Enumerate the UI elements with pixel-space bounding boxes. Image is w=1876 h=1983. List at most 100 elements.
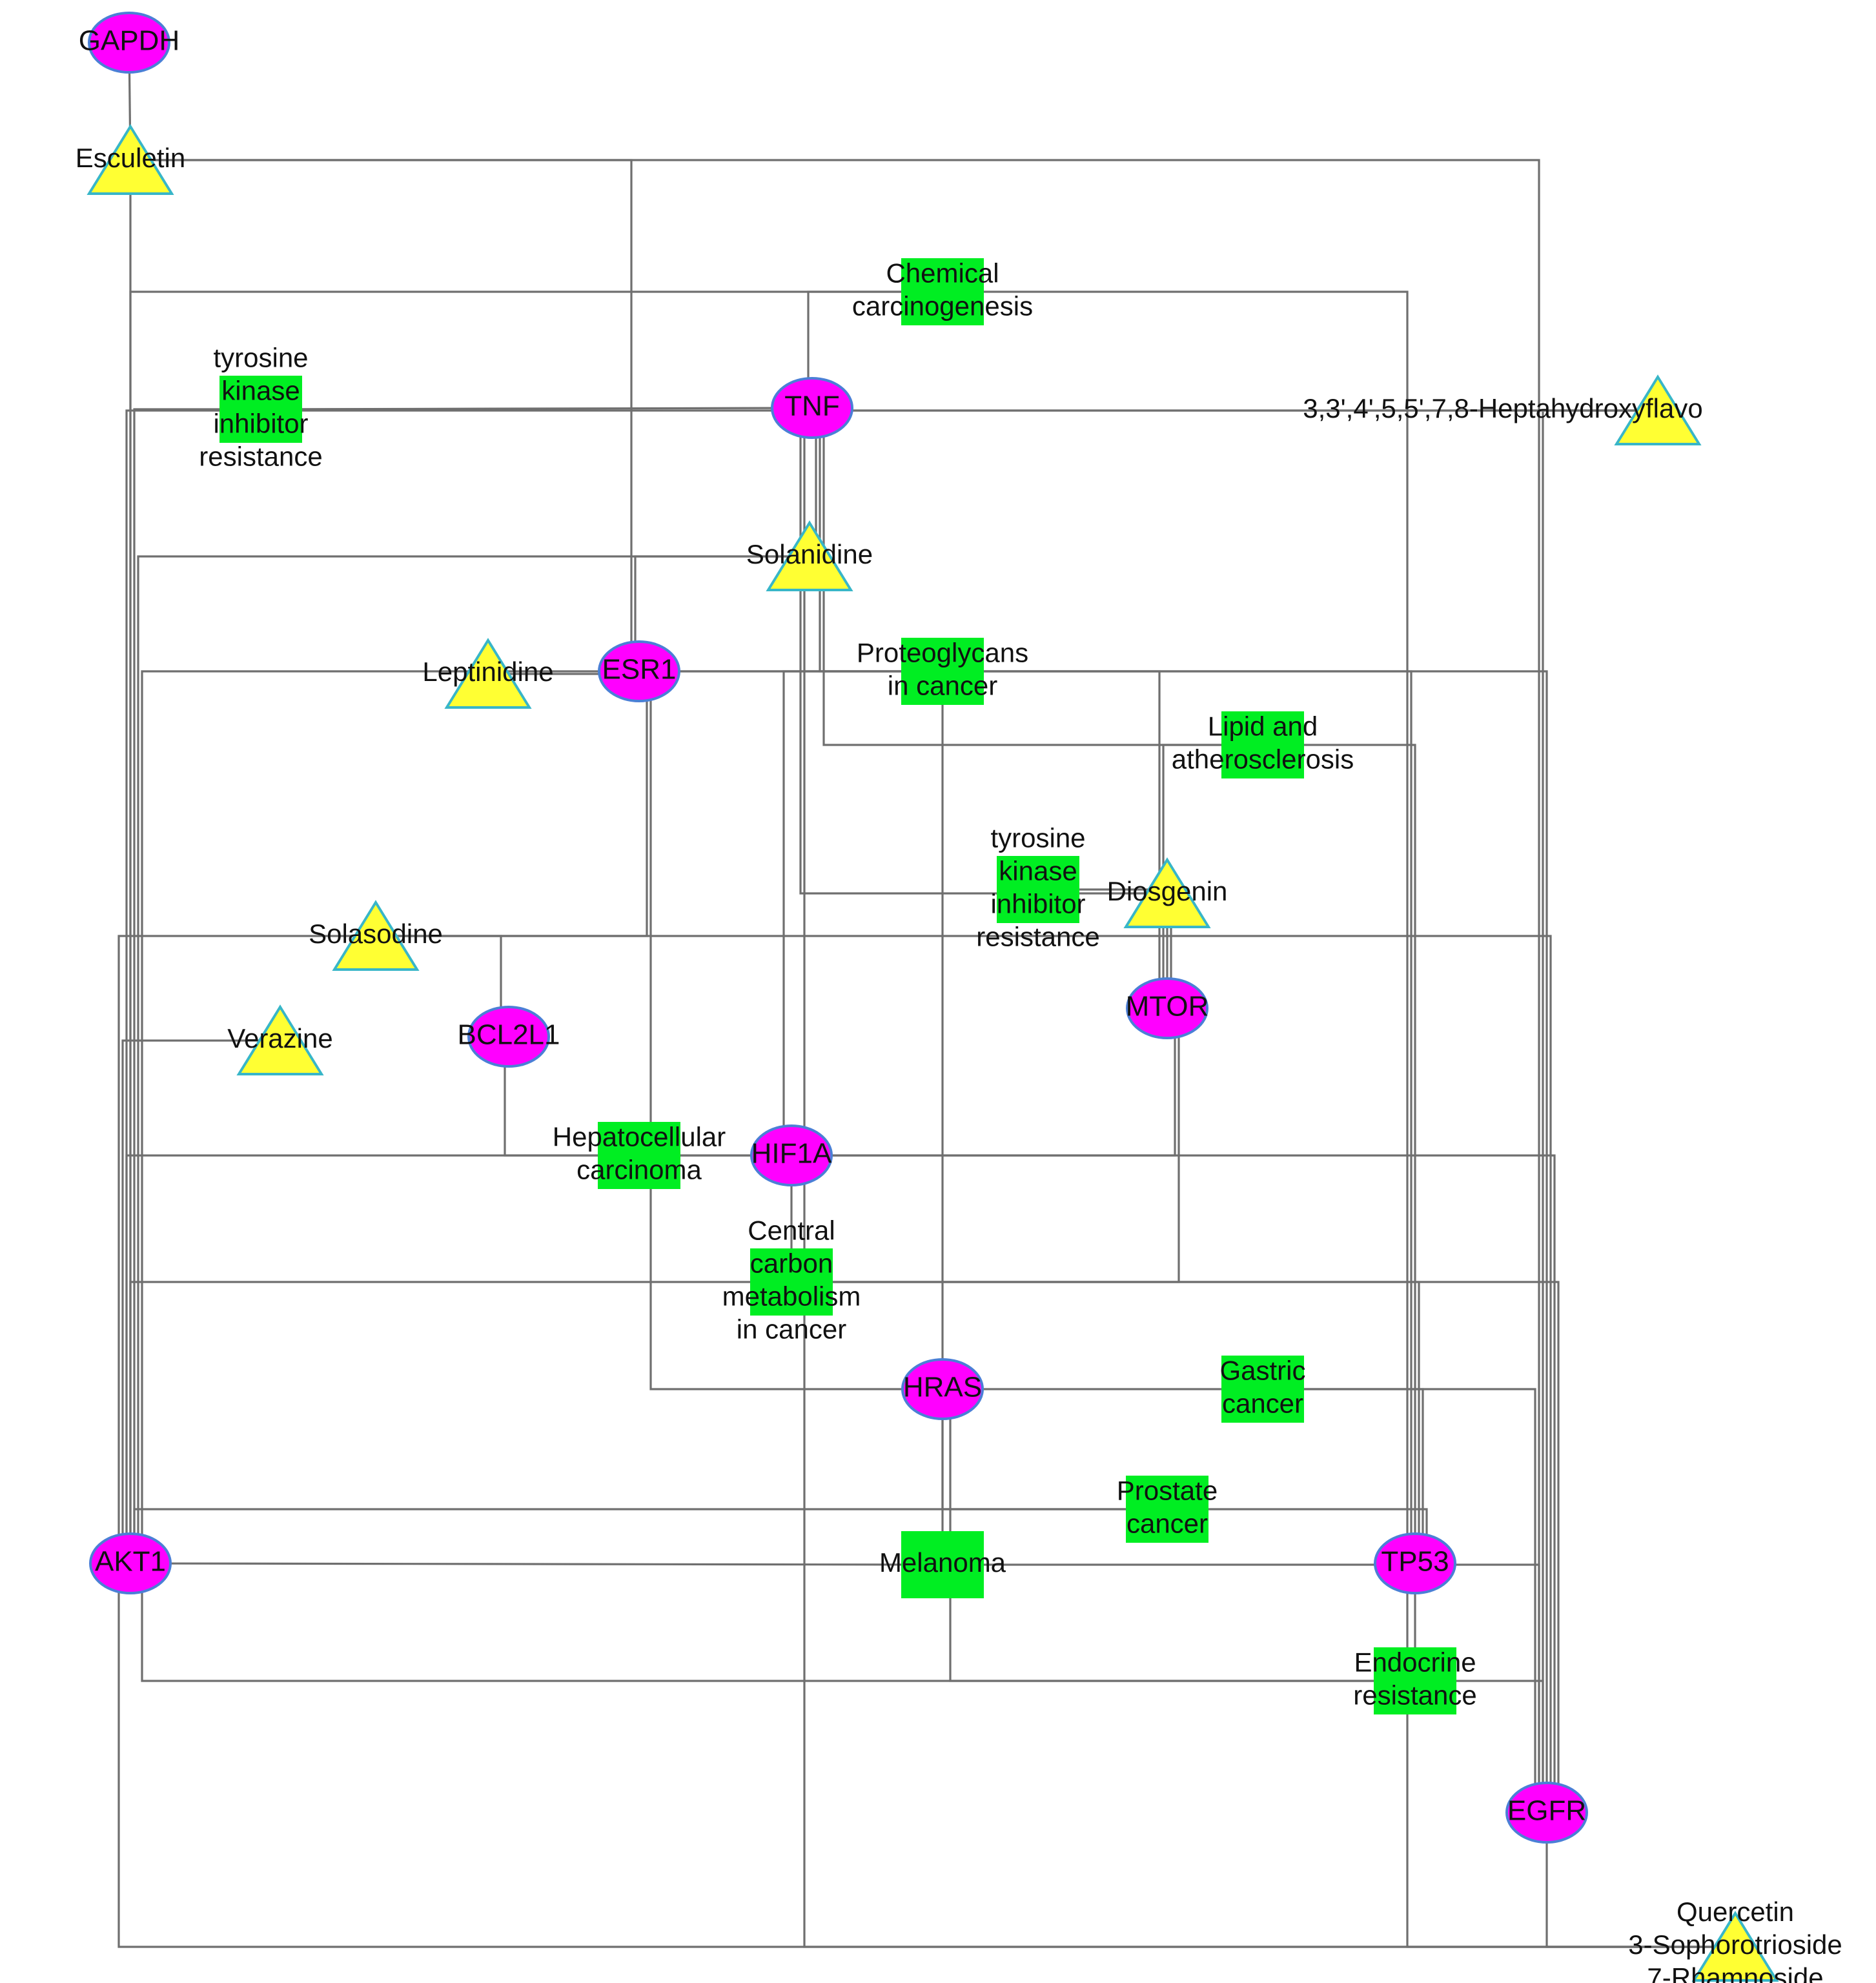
node-label: Endocrine [1354,1647,1476,1678]
edge-prostate-to-akt1 [129,1508,1167,1565]
pathway-square [901,1531,984,1598]
gene-node-hras[interactable]: HRAS [901,1358,984,1420]
node-label: Diosgenin [1107,876,1228,906]
gene-node-hif1a[interactable]: HIF1A [750,1124,833,1186]
edge-proteoglycans-to-akt1 [137,670,943,1565]
edge-chemcarc-to-akt1 [125,290,943,1565]
edge-centralcarbon-to-akt1 [125,1281,791,1565]
compound-node-diosgenin[interactable]: Diosgenin [1107,857,1228,928]
gene-node-gapdh[interactable]: GAPDH [79,12,179,74]
node-label: Melanoma [879,1547,1006,1578]
edge-centralcarbon-to-egfr [791,1281,1564,1814]
node-label: TP53 [1381,1546,1449,1578]
node-label: Verazine [227,1023,332,1053]
pathway-square [901,638,984,705]
node-label: EGFR [1507,1795,1586,1827]
node-label: TNF [784,391,840,422]
edge-endocrine-to-egfr [1415,1680,1548,1814]
compound-triangle [766,520,853,591]
edge-tkir1-to-akt1 [129,408,261,1565]
compound-triangle [1123,857,1211,928]
gene-node-bcl2l1[interactable]: BCL2L1 [457,1006,560,1068]
edge-lipid-to-tnf [819,407,1263,746]
edge-proteoglycans-to-tp53 [943,670,1416,1565]
node-label: metabolism [722,1281,861,1312]
node-label: HIF1A [751,1138,832,1170]
node-label: Prostate [1117,1476,1218,1506]
gene-node-egfr[interactable]: EGFR [1505,1782,1588,1844]
compound-node-solanidine[interactable]: Solanidine [746,520,873,591]
pathway-square [598,1122,680,1189]
node-label: atherosclerosis [1172,744,1354,775]
pathway-square [1221,1356,1304,1423]
gene-ellipse [1374,1532,1456,1594]
compound-node-heptahydroxyflavone[interactable]: 3,3',4',5,5',7,8-Heptahydroxyflavo [1303,374,1703,445]
gene-node-tp53[interactable]: TP53 [1374,1532,1456,1594]
pathway-square [997,856,1079,923]
compound-node-esculetin[interactable]: Esculetin [76,124,185,195]
node-label: BCL2L1 [457,1019,560,1051]
node-label: 7-Rhamnoside [1647,1962,1823,1983]
edge-esculetin-to-egfr [130,159,1544,1814]
node-label: in cancer [888,671,997,701]
node-label: resistance [199,442,322,472]
compound-triangle [444,638,532,709]
node-label: 3-Sophorotrioside [1628,1929,1842,1960]
compound-triangle [236,1004,324,1075]
edge-solasodine-to-akt1 [114,935,376,1565]
compound-triangle [87,124,174,195]
node-label: Solasodine [309,919,443,949]
node-label: inhibitor [213,409,308,439]
node-label: Leptinidine [422,656,553,687]
compound-triangle [1691,1911,1779,1982]
edge-quercetin-to-tp53 [1402,1562,1735,1948]
gene-node-akt1[interactable]: AKT1 [89,1532,172,1594]
gene-node-mtor[interactable]: MTOR [1126,977,1209,1039]
edge-centralcarbon-to-tp53 [791,1281,1424,1565]
node-label: Central [748,1215,835,1246]
node-label: resistance [976,922,1099,952]
node-label: resistance [1353,1680,1476,1711]
edge-esculetin-to-esr1 [130,159,637,673]
edge-solasodine-to-egfr [376,935,1556,1814]
node-label: carbon [750,1248,833,1279]
compound-triangle [332,900,420,971]
edge-tkir1-to-tnf [260,403,813,413]
edge-hras-to-esr1 [646,670,943,1390]
node-label: tyrosine [990,823,1085,853]
node-label: in cancer [737,1314,846,1345]
edge-layer [114,41,1735,1948]
edge-quercetin-to-akt1 [114,1562,1735,1948]
node-label: carcinoma [576,1155,702,1185]
node-label: MTOR [1126,991,1209,1022]
compound-node-solasodine[interactable]: Solasodine [309,900,443,971]
edge-hcc-to-akt1 [121,1154,639,1565]
pathway-node-melanoma[interactable]: Melanoma [879,1531,1006,1598]
gene-node-tnf[interactable]: TNF [771,377,853,439]
node-label: HRAS [903,1372,982,1403]
pathway-square [1374,1647,1456,1714]
gene-ellipse [598,640,680,702]
edge-heptahydroxyflavone-to-akt1 [121,409,1658,1565]
node-label: Chemical [886,258,999,289]
node-label: inhibitor [990,889,1085,919]
compound-node-verazine[interactable]: Verazine [227,1004,333,1075]
edge-heptahydroxyflavone-to-egfr [1538,409,1658,1814]
node-label: ESR1 [602,654,677,686]
gene-node-esr1[interactable]: ESR1 [598,640,680,702]
compound-node-leptinidine[interactable]: Leptinidine [422,638,554,709]
gene-ellipse [771,377,853,439]
edge-quercetin-to-tnf [799,407,1735,1948]
edge-centralcarbon-to-mtor [791,1007,1184,1283]
